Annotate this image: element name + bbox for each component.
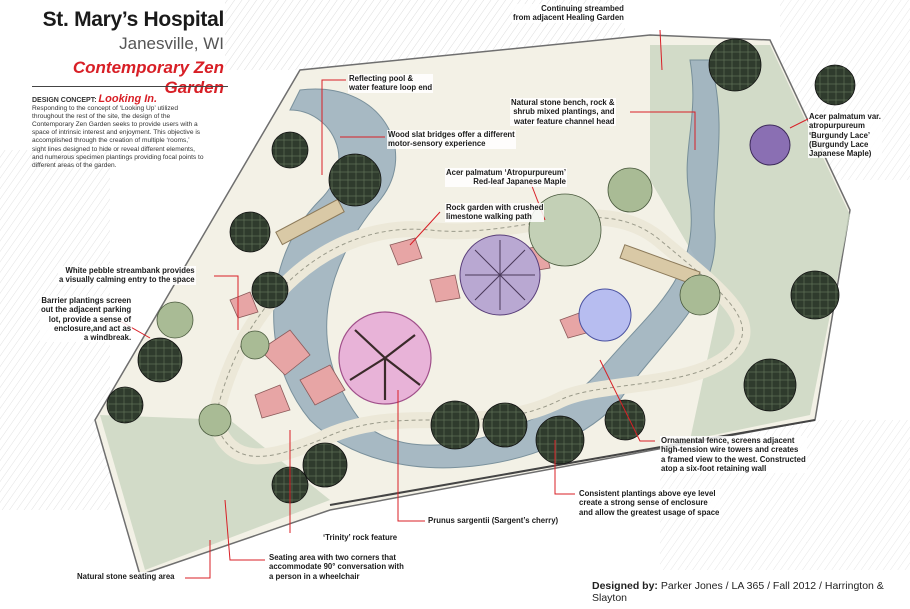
callout-streambed: Continuing streambed from adjacent Heali… [512, 4, 625, 23]
title-block: St. Mary’s Hospital Janesville, WI Conte… [34, 8, 225, 98]
callout-consistent-plantings: Consistent plantings above eye level cre… [578, 489, 721, 517]
callout-pebble-streambank: White pebble streambank provides a visua… [58, 266, 196, 285]
title-divider [32, 86, 228, 87]
concept-body: Responding to the concept of ‘Looking Up… [32, 105, 204, 169]
callout-barrier-plantings: Barrier plantings screen out the adjacen… [40, 296, 133, 343]
callout-rock-garden: Rock garden with crushed limestone walki… [445, 203, 545, 222]
japanese-maple-redleaf [459, 234, 541, 316]
callout-trinity-rock: ‘Trinity’ rock feature [322, 533, 399, 543]
planting-bed [100, 415, 330, 570]
concept-heading: DESIGN CONCEPT: [32, 97, 97, 104]
deciduous-trees [156, 167, 721, 437]
callout-acer-redleaf: Acer palmatum ‘Atropurpureum’ Red-leaf J… [445, 168, 568, 187]
japanese-maple-blue [578, 288, 632, 342]
callout-seating-area: Seating area with two corners that accom… [268, 553, 405, 581]
design-credit: Designed by: Parker Jones / LA 365 / Fal… [592, 580, 910, 604]
callout-leaders [119, 29, 811, 579]
subtitle: Contemporary Zen Garden [72, 58, 224, 97]
credit-text: Parker Jones / LA 365 / Fall 2012 / Harr… [592, 580, 884, 604]
callout-acer-burgundy: Acer palmatum var. atropurpureum ‘Burgun… [808, 112, 882, 159]
concept-accent: Looking In. [98, 93, 158, 105]
callout-prunus-sargentii: Prunus sargentii (Sargent’s cherry) [427, 516, 560, 526]
evergreen-trees [106, 38, 856, 504]
location-label: Janesville, WI [119, 34, 224, 53]
callout-ornamental-fence: Ornamental fence, screens adjacent high-… [660, 436, 807, 474]
bridges [275, 198, 701, 286]
rocks [229, 237, 591, 419]
callout-reflecting-pool: Reflecting pool & water feature loop end [348, 74, 434, 93]
callout-wood-bridges: Wood slat bridges offer a different moto… [387, 130, 516, 149]
ornamental-fence [329, 419, 816, 506]
japanese-maple-burgundy [749, 124, 791, 166]
sargent-cherry [338, 311, 432, 405]
walking-path-edge [214, 216, 743, 457]
credit-label: Designed by: [592, 580, 658, 592]
design-concept: DESIGN CONCEPT: Looking In. Responding t… [32, 93, 204, 170]
page-title: St. Mary’s Hospital [42, 8, 225, 31]
callout-stone-bench: Natural stone bench, rock & shrub mixed … [510, 98, 616, 126]
callout-natural-seating: Natural stone seating area [76, 572, 176, 582]
